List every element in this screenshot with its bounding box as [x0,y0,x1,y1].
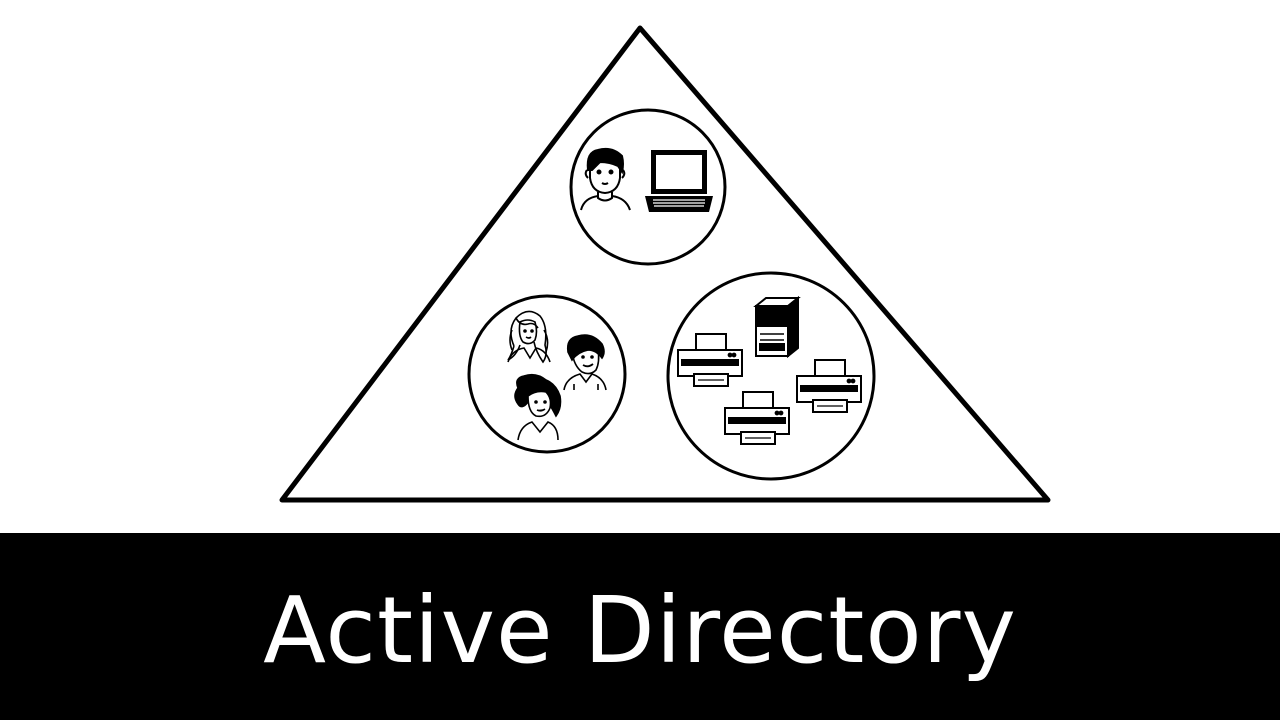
page-title: Active Directory [263,576,1017,684]
title-bar: Active Directory [0,533,1280,720]
active-directory-diagram [279,25,1051,503]
people-group [467,294,627,454]
user-computer-group [569,108,727,266]
man-icon [580,147,631,211]
laptop-icon [645,150,713,212]
woman-curly-hair-icon [514,373,562,441]
printer-icon [796,359,862,413]
directory-triangle [279,25,1051,503]
woman-long-hair-icon [507,310,551,364]
devices-group [666,271,876,481]
server-icon [753,295,801,359]
man-curly-hair-icon [563,334,607,391]
printer-icon [677,333,743,387]
printer-icon [724,391,790,445]
